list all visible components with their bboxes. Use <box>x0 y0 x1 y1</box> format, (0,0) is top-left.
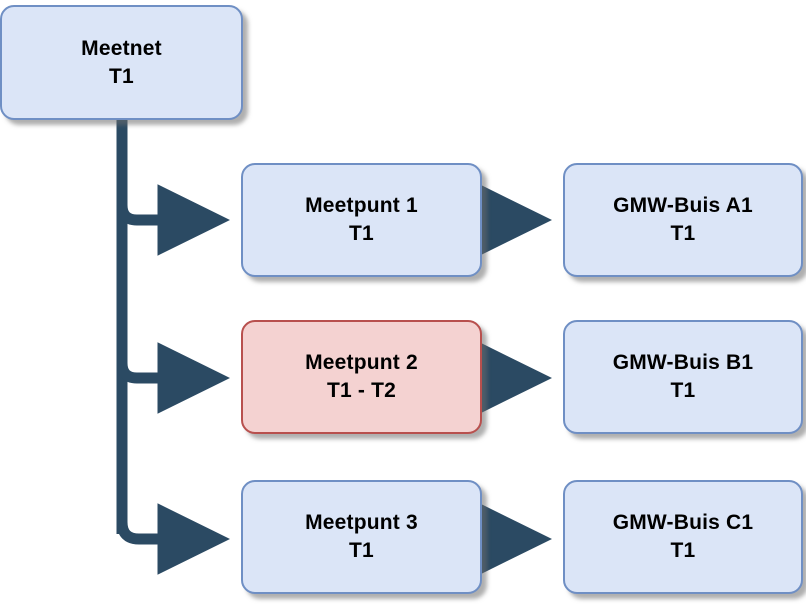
node-meetpunt-3[interactable]: Meetpunt 3 T1 <box>241 480 482 594</box>
node-gmw-buis-a1-title: GMW-Buis A1 <box>613 194 753 218</box>
node-meetnet-title: Meetnet <box>81 36 162 60</box>
node-gmw-buis-a1[interactable]: GMW-Buis A1 T1 <box>563 163 803 277</box>
node-gmw-buis-b1[interactable]: GMW-Buis B1 T1 <box>563 320 803 434</box>
node-meetpunt-1-title: Meetpunt 1 <box>305 194 418 218</box>
node-meetpunt-3-title: Meetpunt 3 <box>305 511 418 535</box>
node-gmw-buis-c1[interactable]: GMW-Buis C1 T1 <box>563 480 803 594</box>
connector-meetnet-to-meetpunt-3 <box>116 503 231 575</box>
node-gmw-buis-b1-subtitle: T1 <box>670 379 696 402</box>
node-meetpunt-1[interactable]: Meetpunt 1 T1 <box>241 163 482 277</box>
node-meetpunt-3-subtitle: T1 <box>349 539 374 562</box>
node-gmw-buis-c1-title: GMW-Buis C1 <box>612 511 754 535</box>
node-meetpunt-2-title: Meetpunt 2 <box>305 351 418 375</box>
node-meetpunt-2-subtitle: T1 - T2 <box>326 379 397 402</box>
node-meetpunt-2[interactable]: Meetpunt 2 T1 - T2 <box>241 320 482 434</box>
node-meetnet-subtitle: T1 <box>109 64 134 88</box>
connector-meetnet-to-meetpunt-2 <box>116 342 231 414</box>
node-gmw-buis-a1-subtitle: T1 <box>670 222 696 245</box>
connector-meetnet-to-meetpunt-1 <box>116 184 231 256</box>
node-gmw-buis-c1-subtitle: T1 <box>670 539 696 562</box>
node-meetpunt-1-subtitle: T1 <box>349 222 374 245</box>
node-meetnet[interactable]: Meetnet T1 <box>0 5 243 120</box>
node-gmw-buis-b1-title: GMW-Buis B1 <box>612 351 754 375</box>
